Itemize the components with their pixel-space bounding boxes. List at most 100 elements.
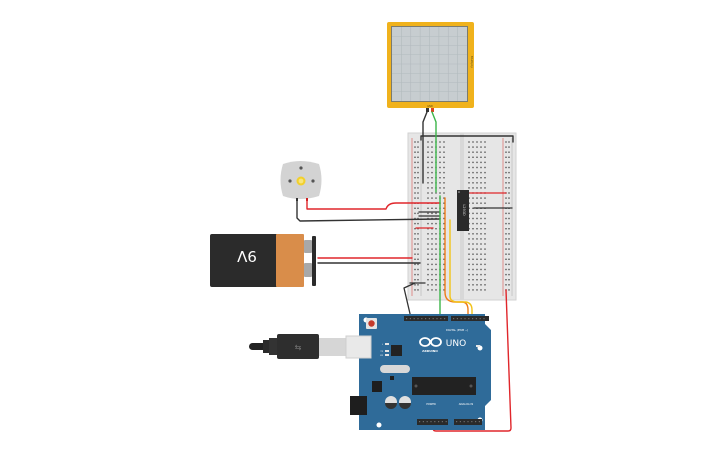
breadboard-hole[interactable] <box>468 263 470 266</box>
breadboard-hole[interactable] <box>476 284 478 286</box>
breadboard-hole[interactable] <box>505 279 507 281</box>
breadboard-hole[interactable] <box>414 228 416 230</box>
breadboard-hole[interactable] <box>484 263 486 266</box>
breadboard-hole[interactable] <box>484 151 486 153</box>
breadboard-hole[interactable] <box>505 222 507 225</box>
breadboard-hole[interactable] <box>443 217 445 220</box>
breadboard-hole[interactable] <box>476 151 478 153</box>
breadboard-hole[interactable] <box>431 187 433 189</box>
breadboard-hole[interactable] <box>472 279 474 281</box>
breadboard-hole[interactable] <box>476 233 478 235</box>
breadboard-hole[interactable] <box>472 212 474 215</box>
breadboard-hole[interactable] <box>431 258 433 260</box>
breadboard-hole[interactable] <box>508 217 510 220</box>
breadboard-hole[interactable] <box>468 177 470 179</box>
breadboard-hole[interactable] <box>431 161 433 164</box>
breadboard-hole[interactable] <box>484 217 486 220</box>
breadboard-hole[interactable] <box>472 202 474 204</box>
breadboard-hole[interactable] <box>468 166 470 169</box>
breadboard-hole[interactable] <box>472 197 474 199</box>
breadboard-hole[interactable] <box>480 243 482 245</box>
breadboard-hole[interactable] <box>505 146 507 148</box>
breadboard-hole[interactable] <box>505 202 507 204</box>
breadboard-hole[interactable] <box>443 263 445 266</box>
breadboard-hole[interactable] <box>427 222 429 225</box>
breadboard-hole[interactable] <box>417 222 419 225</box>
breadboard-hole[interactable] <box>417 217 419 220</box>
breadboard-hole[interactable] <box>443 141 445 143</box>
breadboard-hole[interactable] <box>427 212 429 215</box>
breadboard-hole[interactable] <box>480 273 482 276</box>
breadboard-hole[interactable] <box>414 273 416 276</box>
breadboard-hole[interactable] <box>417 141 419 143</box>
breadboard-hole[interactable] <box>468 284 470 286</box>
breadboard-hole[interactable] <box>472 248 474 250</box>
breadboard-hole[interactable] <box>508 222 510 225</box>
breadboard-hole[interactable] <box>417 151 419 153</box>
reset-button[interactable] <box>368 320 375 327</box>
breadboard-hole[interactable] <box>431 228 433 230</box>
breadboard-hole[interactable] <box>476 273 478 276</box>
breadboard-hole[interactable] <box>414 182 416 184</box>
breadboard-hole[interactable] <box>508 284 510 286</box>
breadboard-hole[interactable] <box>468 151 470 153</box>
breadboard-hole[interactable] <box>439 177 441 179</box>
breadboard-hole[interactable] <box>443 284 445 286</box>
breadboard-hole[interactable] <box>505 161 507 164</box>
breadboard-hole[interactable] <box>435 279 437 281</box>
breadboard-hole[interactable] <box>417 161 419 164</box>
breadboard-hole[interactable] <box>431 279 433 281</box>
wire-scope-gnd[interactable] <box>422 111 428 184</box>
breadboard-hole[interactable] <box>414 171 416 174</box>
breadboard-hole[interactable] <box>417 177 419 179</box>
breadboard-hole[interactable] <box>417 197 419 199</box>
breadboard-hole[interactable] <box>443 197 445 199</box>
breadboard-hole[interactable] <box>427 141 429 143</box>
breadboard-hole[interactable] <box>414 177 416 179</box>
breadboard-hole[interactable] <box>476 258 478 260</box>
breadboard-hole[interactable] <box>427 289 429 291</box>
breadboard-hole[interactable] <box>431 146 433 148</box>
breadboard-hole[interactable] <box>435 253 437 255</box>
breadboard-hole[interactable] <box>508 161 510 164</box>
breadboard-hole[interactable] <box>505 228 507 230</box>
breadboard-hole[interactable] <box>505 268 507 271</box>
breadboard-hole[interactable] <box>476 238 478 240</box>
breadboard-hole[interactable] <box>431 268 433 271</box>
breadboard-hole[interactable] <box>431 151 433 153</box>
wire-gnd-rail-bridge[interactable] <box>420 135 514 143</box>
breadboard-hole[interactable] <box>484 243 486 245</box>
breadboard-hole[interactable] <box>435 284 437 286</box>
breadboard-hole[interactable] <box>505 253 507 255</box>
breadboard-hole[interactable] <box>443 171 445 174</box>
breadboard-hole[interactable] <box>505 233 507 235</box>
breadboard-hole[interactable] <box>435 228 437 230</box>
breadboard-hole[interactable] <box>468 182 470 184</box>
breadboard-hole[interactable] <box>472 289 474 291</box>
breadboard-hole[interactable] <box>417 284 419 286</box>
breadboard-hole[interactable] <box>427 273 429 276</box>
breadboard-hole[interactable] <box>443 187 445 189</box>
breadboard-hole[interactable] <box>484 253 486 255</box>
breadboard-hole[interactable] <box>472 156 474 158</box>
breadboard-hole[interactable] <box>508 141 510 143</box>
breadboard-hole[interactable] <box>414 197 416 199</box>
breadboard-hole[interactable] <box>468 289 470 291</box>
breadboard-hole[interactable] <box>443 253 445 255</box>
breadboard-hole[interactable] <box>439 192 441 194</box>
breadboard-hole[interactable] <box>431 156 433 158</box>
breadboard-hole[interactable] <box>468 253 470 255</box>
breadboard-hole[interactable] <box>427 207 429 209</box>
breadboard-hole[interactable] <box>414 258 416 260</box>
breadboard-hole[interactable] <box>484 258 486 260</box>
breadboard-hole[interactable] <box>439 182 441 184</box>
breadboard-hole[interactable] <box>417 258 419 260</box>
breadboard-hole[interactable] <box>484 166 486 169</box>
breadboard-hole[interactable] <box>439 141 441 143</box>
breadboard-hole[interactable] <box>435 233 437 235</box>
breadboard-hole[interactable] <box>505 248 507 250</box>
oscilloscope[interactable]: Multiply GND <box>387 22 474 112</box>
breadboard-hole[interactable] <box>484 202 486 204</box>
breadboard-hole[interactable] <box>417 187 419 189</box>
